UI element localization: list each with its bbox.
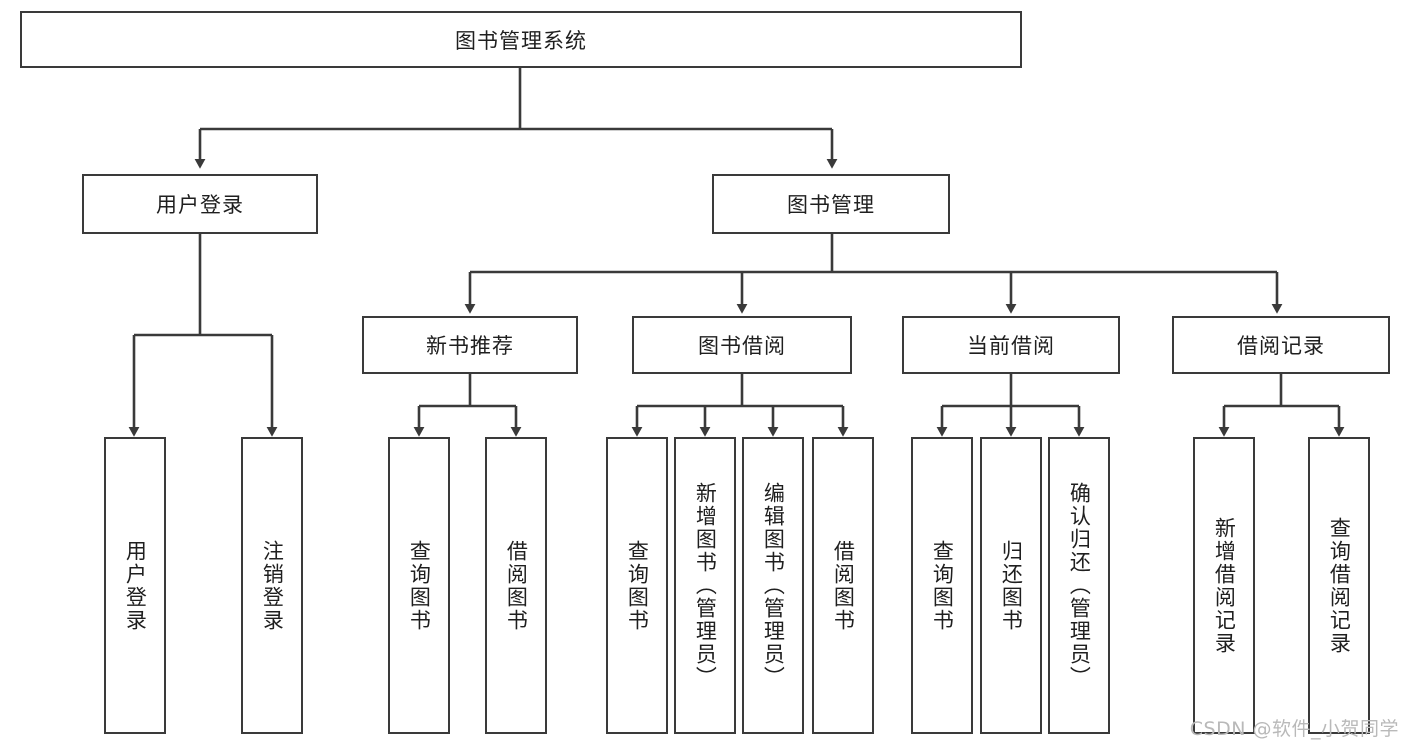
node-user-login[interactable]: 用户登录 xyxy=(82,174,318,234)
node-label: 用户登录 xyxy=(156,193,244,217)
leaf-current-borrow-return[interactable]: 归还图书 xyxy=(980,437,1042,734)
leaf-new-book-query[interactable]: 查询图书 xyxy=(388,437,450,734)
node-label: 借阅图书 xyxy=(504,539,529,632)
leaf-user-login-login[interactable]: 用户登录 xyxy=(104,437,166,734)
node-label: 新书推荐 xyxy=(426,334,514,358)
node-borrow-record[interactable]: 借阅记录 xyxy=(1172,316,1390,374)
node-book-management[interactable]: 图书管理 xyxy=(712,174,950,234)
leaf-user-login-logout[interactable]: 注销登录 xyxy=(241,437,303,734)
node-label: 查询图书 xyxy=(407,539,432,632)
node-label: 查询图书 xyxy=(930,539,955,632)
node-label: 借阅记录 xyxy=(1237,334,1325,358)
leaf-current-borrow-confirm[interactable]: 确认归还（管理员） xyxy=(1048,437,1110,734)
node-new-book-recommend[interactable]: 新书推荐 xyxy=(362,316,578,374)
node-root-system[interactable]: 图书管理系统 xyxy=(20,11,1022,68)
node-label: 新增图书（管理员） xyxy=(693,482,718,689)
node-label: 新增借阅记录 xyxy=(1212,516,1237,655)
node-label: 图书借阅 xyxy=(698,334,786,358)
node-label: 注销登录 xyxy=(260,539,285,632)
node-label: 查询图书 xyxy=(625,539,650,632)
leaf-new-book-borrow[interactable]: 借阅图书 xyxy=(485,437,547,734)
leaf-current-borrow-query[interactable]: 查询图书 xyxy=(911,437,973,734)
leaf-borrow-record-add[interactable]: 新增借阅记录 xyxy=(1193,437,1255,734)
node-current-borrow[interactable]: 当前借阅 xyxy=(902,316,1120,374)
leaf-book-borrow-query[interactable]: 查询图书 xyxy=(606,437,668,734)
node-book-borrow[interactable]: 图书借阅 xyxy=(632,316,852,374)
node-label: 借阅图书 xyxy=(831,539,856,632)
node-label: 用户登录 xyxy=(123,539,148,632)
node-label: 编辑图书（管理员） xyxy=(761,482,786,689)
leaf-borrow-record-query[interactable]: 查询借阅记录 xyxy=(1308,437,1370,734)
node-label: 图书管理系统 xyxy=(455,28,587,53)
node-label: 当前借阅 xyxy=(967,334,1055,358)
node-label: 查询借阅记录 xyxy=(1327,516,1352,655)
leaf-book-borrow-borrow[interactable]: 借阅图书 xyxy=(812,437,874,734)
node-label: 确认归还（管理员） xyxy=(1067,482,1092,689)
node-label: 归还图书 xyxy=(999,539,1024,632)
watermark: CSDN @软件_小贺同学 xyxy=(1189,718,1399,740)
leaf-book-borrow-edit[interactable]: 编辑图书（管理员） xyxy=(742,437,804,734)
node-label: 图书管理 xyxy=(787,193,875,217)
leaf-book-borrow-add[interactable]: 新增图书（管理员） xyxy=(674,437,736,734)
